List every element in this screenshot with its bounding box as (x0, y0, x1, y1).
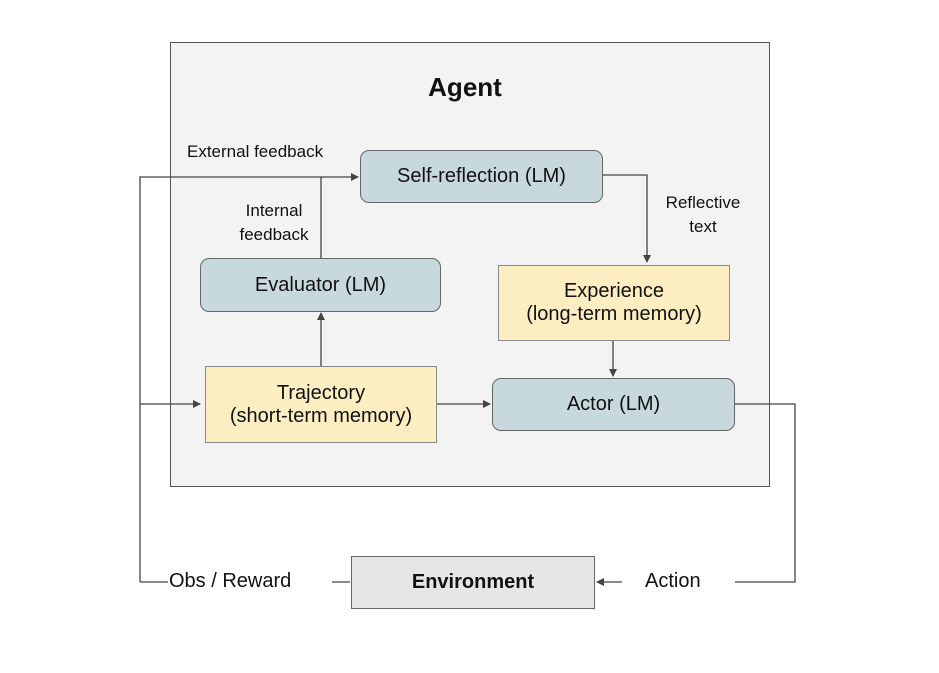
external-feedback-arrow (139, 173, 359, 582)
reflective-text-label: Reflective text (655, 191, 751, 239)
experience-node: Experience (long-term memory) (498, 265, 730, 341)
environment-label: Environment (411, 571, 535, 593)
actor-node: Actor (LM) (492, 378, 735, 431)
reflective-text-line2: text (689, 217, 717, 236)
evaluator-node: Evaluator (LM) (200, 258, 441, 312)
reflective-text-arrow (602, 174, 651, 263)
reflective-text-line1: Reflective (665, 193, 741, 212)
actor-action-line (735, 403, 796, 583)
trajectory-title: Trajectory (276, 381, 366, 404)
trajectory-node: Trajectory (short-term memory) (205, 366, 437, 443)
self-reflection-label: Self-reflection (LM) (397, 165, 566, 187)
experience-title: Experience (563, 280, 665, 302)
evaluator-label: Evaluator (LM) (254, 273, 387, 296)
self-reflection-node: Self-reflection (LM) (360, 150, 603, 203)
obs-reward-label: Obs / Reward (169, 570, 292, 592)
experience-subtitle: (long-term memory) (526, 303, 702, 325)
agent-title: Agent (428, 72, 502, 102)
internal-feedback-line2: feedback (239, 225, 309, 244)
trajectory-subtitle: (short-term memory) (229, 404, 413, 427)
external-feedback-label: External feedback (187, 142, 324, 161)
action-label: Action (645, 570, 701, 592)
internal-feedback-label: Internal feedback (228, 199, 320, 247)
environment-node: Environment (351, 556, 595, 609)
actor-label: Actor (LM) (566, 393, 661, 415)
internal-feedback-line1: Internal (245, 201, 303, 220)
